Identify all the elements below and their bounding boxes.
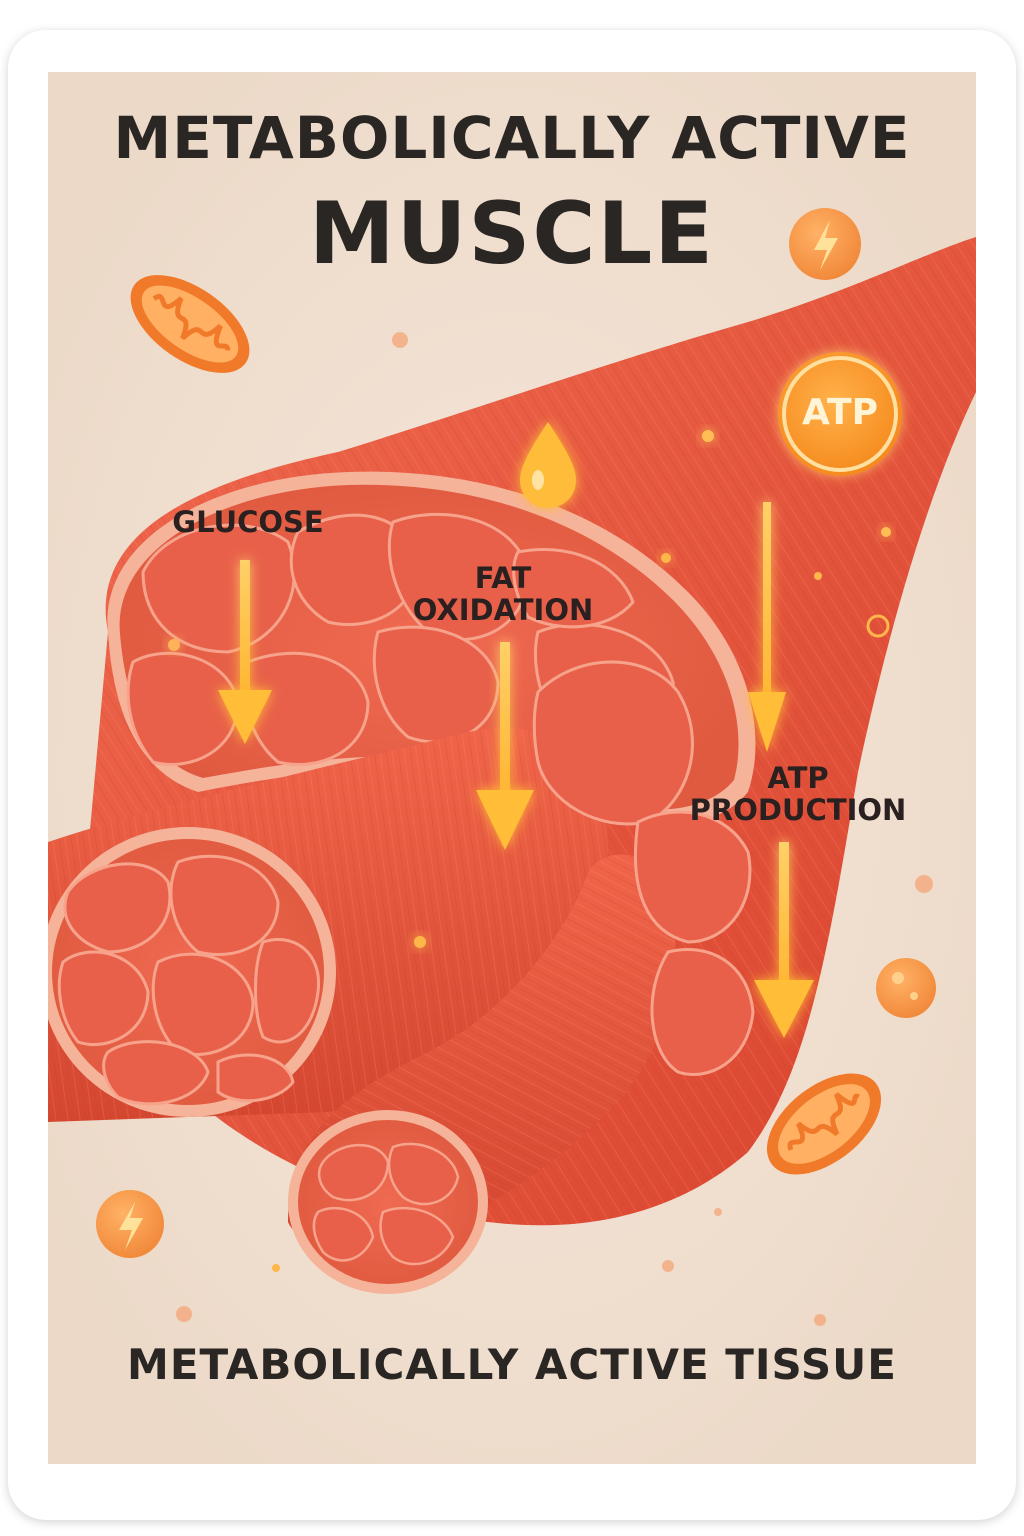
fat-oxidation-line-2: OXIDATION [412, 593, 594, 628]
fat-oxidation-arrow [476, 642, 534, 850]
fat-oxidation-label: FAT OXIDATION [388, 562, 618, 627]
atp-production-label: ATP PRODUCTION [658, 762, 938, 827]
atp-production-line-2: PRODUCTION [689, 793, 907, 828]
middle-bundle [288, 854, 676, 1294]
atp-production-line-1: ATP [767, 761, 829, 795]
right-cross-section [532, 660, 755, 1076]
glucose-label: GLUCOSE [148, 506, 348, 538]
illustration-panel: METABOLICALLY ACTIVE MUSCLE ATP GLUCOSE … [48, 72, 976, 1464]
mitochondrion-icon [130, 275, 250, 373]
glucose-arrow [218, 560, 272, 744]
atp-badge-label: ATP [801, 392, 878, 433]
lightning-icon [789, 208, 861, 280]
energy-particles [176, 332, 936, 1326]
mitochondrion-icon [766, 1073, 882, 1175]
fat-oxidation-line-1: FAT [474, 561, 532, 595]
title-line-1: METABOLICALLY ACTIVE [113, 104, 911, 172]
lower-left-bundle [48, 728, 608, 1122]
glucose-label-text: GLUCOSE [172, 505, 324, 539]
atp-production-arrow [754, 842, 814, 1038]
atp-icon [778, 352, 902, 476]
droplet-icon [520, 422, 576, 508]
title-line-2: MUSCLE [308, 184, 715, 284]
lightning-icon [96, 1190, 164, 1258]
atp-production-arrow-upper [748, 502, 786, 752]
footer-caption: METABOLICALLY ACTIVE TISSUE [127, 1340, 897, 1389]
muscle-illustration [48, 72, 976, 1464]
